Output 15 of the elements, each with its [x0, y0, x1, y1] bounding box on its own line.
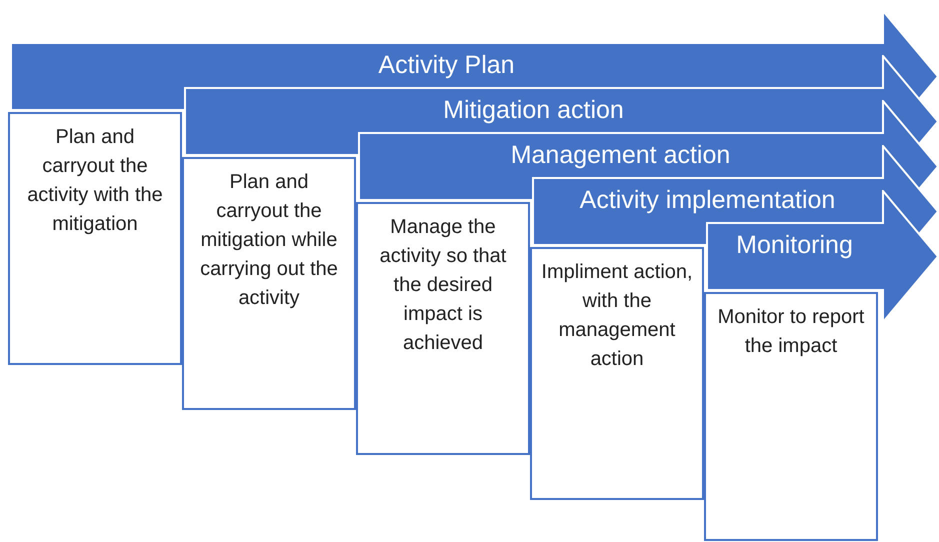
description-text: Monitor to report the impact: [716, 305, 866, 359]
text-box: [356, 202, 530, 455]
text-box: [8, 112, 182, 365]
description-text: Impliment action, with the management action: [540, 260, 694, 372]
band-title: Management action: [510, 140, 732, 171]
text-box: [182, 157, 356, 410]
band-title: Monitoring: [735, 230, 854, 261]
band-title: Mitigation action: [442, 95, 625, 126]
band-title: Activity implementation: [578, 185, 836, 216]
band-title: Activity Plan: [377, 50, 516, 81]
description-text: Plan and carryout the mitigation while carrying out the activity: [199, 170, 339, 311]
description-text: Plan and carryout the activity with the mitigation: [26, 125, 164, 237]
text-box: [530, 247, 704, 500]
text-box: [704, 292, 878, 541]
description-text: Manage the activity so that the desired impact is achieved: [378, 215, 508, 356]
